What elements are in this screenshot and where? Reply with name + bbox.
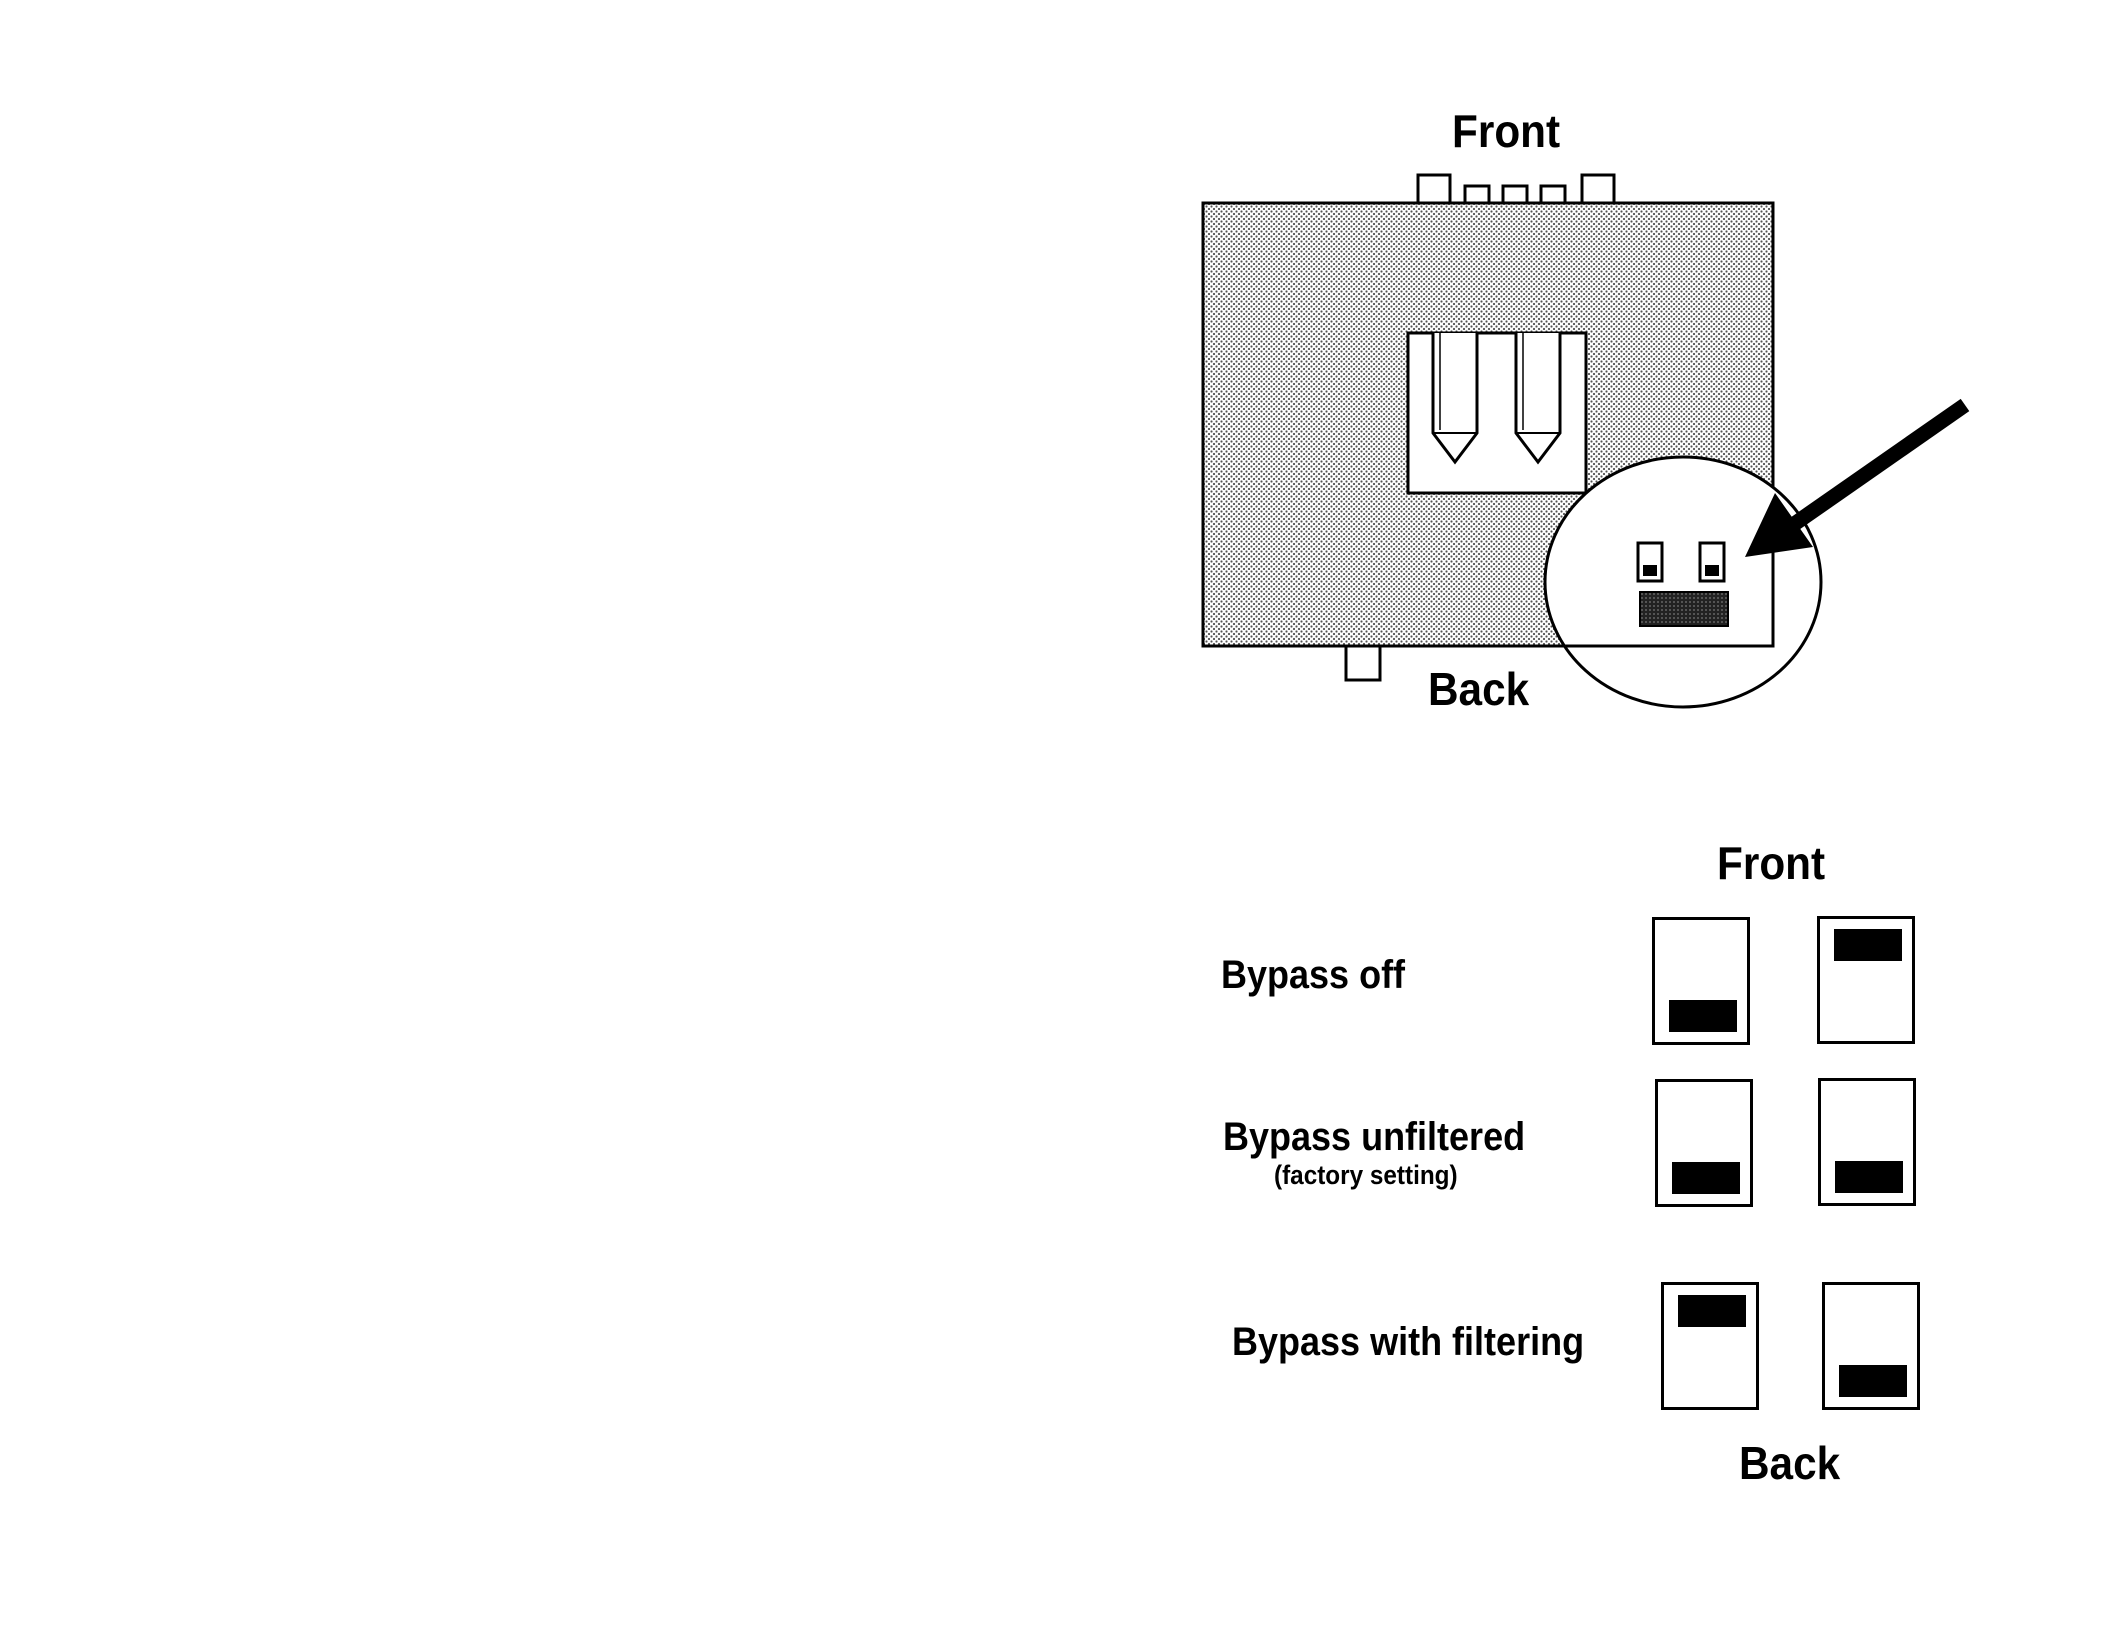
top-front-label: Front [1452,108,1560,154]
back-connector [1346,646,1380,680]
switch-bypass-off-left [1652,917,1750,1045]
top-back-label: Back [1428,666,1529,712]
switch-bypass-with-filtering-right [1822,1282,1920,1410]
table-front-label: Front [1717,840,1825,886]
switch-knob [1672,1162,1740,1194]
switch-bypass-off-right [1817,916,1915,1044]
row-label-bypass-unfiltered: Bypass unfiltered [1223,1117,1525,1157]
arrow-icon [1745,405,1965,557]
switch-knob [1678,1295,1746,1327]
switch-knob [1835,1161,1903,1193]
switch-bypass-with-filtering-left [1661,1282,1759,1410]
switch-knob [1834,929,1902,961]
table-back-label: Back [1739,1440,1840,1486]
switch-bypass-unfiltered-right [1818,1078,1916,1206]
front-connectors [1418,175,1614,203]
switch-magnifier [1545,457,1821,707]
row-note-factory-setting: (factory setting) [1274,1162,1458,1189]
switch-bypass-unfiltered-left [1655,1079,1753,1207]
row-label-bypass-off: Bypass off [1221,955,1405,995]
tube-window [1408,333,1586,493]
switch-knob [1669,1000,1737,1032]
switch-knob [1839,1365,1907,1397]
row-label-bypass-with-filtering: Bypass with filtering [1232,1322,1584,1362]
